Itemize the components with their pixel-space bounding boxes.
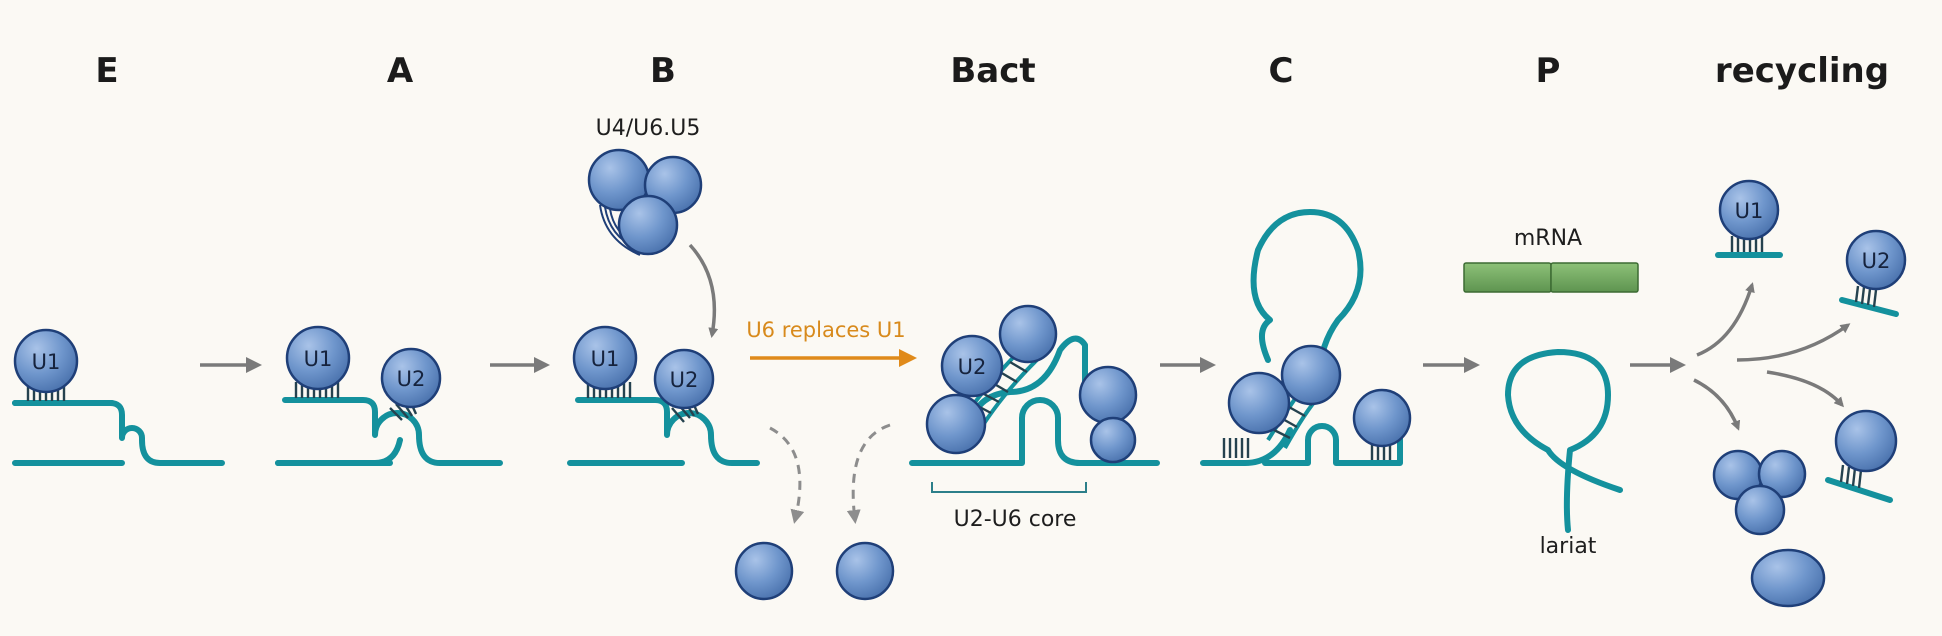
- u2-label: U2: [670, 368, 699, 392]
- u2-snrnp: [940, 334, 1004, 398]
- mrna-exons: [1463, 262, 1639, 293]
- stage-c-complex: [1200, 209, 1412, 466]
- u2-snrna: [1839, 297, 1899, 317]
- u2-snrnp: [1227, 371, 1291, 435]
- u2-label: U2: [1862, 249, 1891, 273]
- tri-snrnp-label: U4/U6.U5: [596, 116, 701, 141]
- transition-label: U6 replaces U1: [746, 318, 905, 342]
- stage-title-bact: Bact: [950, 51, 1035, 91]
- recycle-arrow-u5: [1766, 370, 1844, 408]
- stage-title-e: E: [95, 51, 118, 91]
- stage-a-complex: U1 U2: [275, 325, 503, 466]
- release-arrow-right: [846, 423, 891, 524]
- u5-snrnp: [1834, 409, 1898, 473]
- ntc-protein: [1089, 416, 1137, 464]
- base-pair-lines: [1854, 285, 1878, 308]
- u6-replaces-u1-transition: U6 replaces U1: [746, 318, 917, 367]
- tri-snrnp-recycled: [1712, 449, 1807, 536]
- release-arrow-left: [769, 426, 805, 524]
- pre-mrna-strand: [909, 397, 1160, 466]
- released-u4-snrnp: [835, 541, 895, 601]
- u6-snrna-loop: [967, 335, 1088, 431]
- recycle-arrow-tri: [1693, 378, 1741, 431]
- u1-snrnp: [285, 325, 351, 391]
- u2-snrnp: [653, 348, 715, 410]
- u2-label: U2: [397, 367, 426, 391]
- u6-snrnp: [998, 304, 1058, 364]
- pre-mrna-strand: [567, 397, 760, 466]
- stage-p-products: mRNA lariat: [1463, 226, 1639, 559]
- recycle-arrow-u2: [1736, 323, 1851, 362]
- mrna-label: mRNA: [1514, 226, 1582, 251]
- u5-snrnp: [1352, 388, 1412, 448]
- recycle-arrow-u1: [1696, 282, 1755, 357]
- u1-snrnp: [13, 328, 79, 394]
- stage-bact-complex: U2 U2-U6 core: [909, 304, 1160, 532]
- tri-snrnp: [587, 148, 703, 256]
- u1-label: U1: [1735, 199, 1764, 223]
- prp19-complex: [925, 393, 987, 455]
- base-pair-lines: [1839, 464, 1863, 489]
- stage-titles: E A B Bact C P recycling: [95, 51, 1889, 91]
- pre-mrna-strand: [275, 397, 503, 466]
- stage-e-complex: U1: [12, 328, 225, 466]
- tri-snrnp-join-arrow: [688, 243, 719, 338]
- lariat-label: lariat: [1540, 534, 1597, 559]
- u1-label: U1: [304, 347, 333, 371]
- stage-title-recycling: recycling: [1715, 51, 1889, 91]
- stage-title-b: B: [650, 51, 676, 91]
- u1-snrnp: [1718, 179, 1780, 241]
- core-label: U2-U6 core: [954, 507, 1077, 532]
- stage-title-p: P: [1536, 51, 1561, 91]
- core-bracket: [931, 482, 1087, 493]
- recycling-snrnps: U1 U2: [1693, 179, 1907, 608]
- lariat-intron: [1505, 349, 1623, 533]
- u2-snrnp: [380, 347, 442, 409]
- u1-snrnp: [572, 325, 638, 391]
- free-protein: [1750, 548, 1826, 608]
- u1-label: U1: [32, 350, 61, 374]
- stage-title-a: A: [387, 51, 414, 91]
- u6-snrnp: [1280, 344, 1342, 406]
- released-snrnps: [734, 423, 895, 601]
- u1-label: U1: [591, 347, 620, 371]
- u5-snrnp: [1078, 365, 1138, 425]
- pre-mrna-strand: [12, 400, 225, 466]
- u5-snrna: [1825, 477, 1893, 503]
- lariat-loop: [1250, 209, 1364, 378]
- u2-snrnp: [1845, 229, 1907, 291]
- stage-b-complex: U4/U6.U5 U1 U2: [567, 116, 760, 466]
- released-u1-snrnp: [734, 541, 794, 601]
- u2-label: U2: [958, 355, 987, 379]
- stage-title-c: C: [1269, 51, 1294, 91]
